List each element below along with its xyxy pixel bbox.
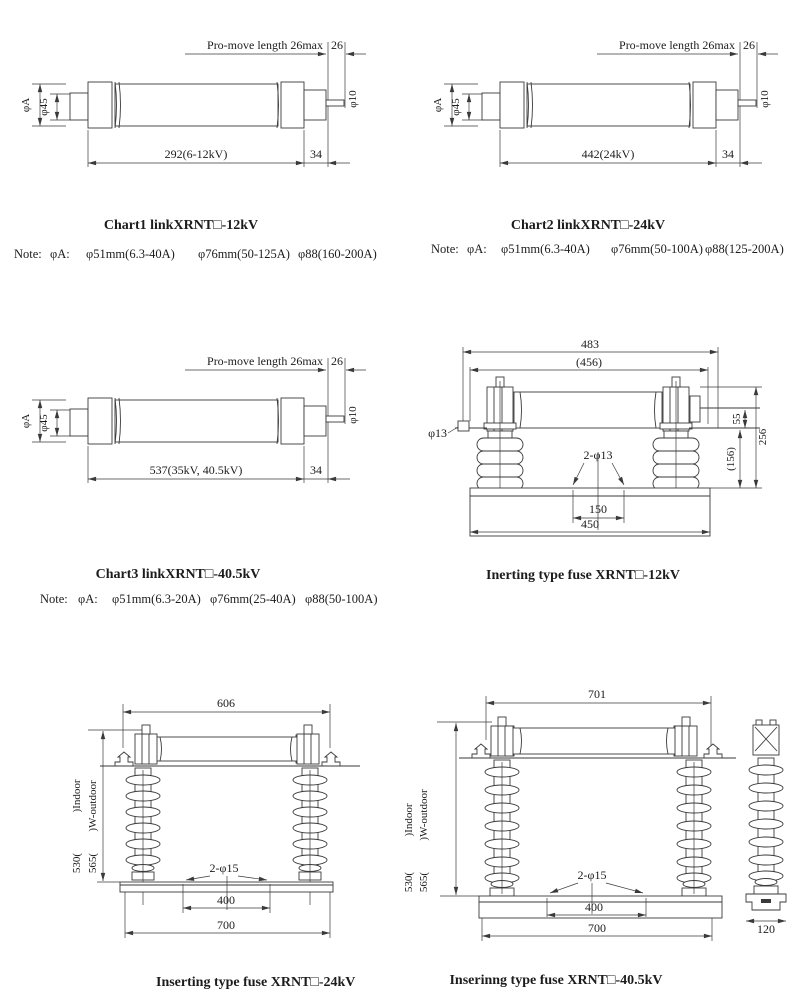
mounted24-label-indoor: )Indoor — [71, 779, 83, 812]
mounted405-dim-width: 701 — [588, 687, 606, 701]
chart1-dim-length: 292(6-12kV) — [165, 147, 228, 161]
chart3-drawing: Pro-move length 26max 26 φA φ45 φ10 537(… — [20, 354, 377, 606]
mounted12-title: Inerting type fuse XRNT□-12kV — [486, 568, 680, 583]
chart3-pro-move-label: Pro-move length 26max — [207, 354, 323, 368]
mounted12-dim-width: 483 — [581, 337, 599, 351]
mounted405-dim-indoor: 530( — [403, 872, 415, 893]
chart3-dia-body-label: φA — [20, 414, 32, 428]
chart3-note-label: Note: — [40, 592, 68, 606]
chart1-dim-tail: 34 — [310, 147, 322, 161]
mounted24-label-outdoor: )W-outdoor — [87, 780, 99, 832]
chart1-note-s1: φ51mm(6.3-40A) — [86, 247, 175, 261]
chart1-dia-cap-label: φ45 — [38, 98, 50, 116]
chart3-dia-striker-label: φ10 — [347, 406, 359, 424]
chart3-dia-cap-label: φ45 — [38, 414, 50, 432]
chart2-dia-cap-label: φ45 — [450, 98, 462, 116]
mounted-12kv-drawing: 483 (456) φ13 — [428, 337, 769, 583]
chart1-note-s2: φ76mm(50-125A) — [198, 247, 290, 261]
fuse-tube — [513, 391, 663, 429]
mounted12-dim-256: 256 — [757, 428, 769, 445]
base-channel — [478, 895, 723, 919]
mounted12-dim-55: 55 — [731, 413, 743, 425]
chart2-note-sym: φA: — [467, 242, 487, 256]
mounted405-title: Inserinng type fuse XRNT□-40.5kV — [449, 973, 662, 988]
chart2-pro-move-label: Pro-move length 26max — [619, 38, 735, 52]
chart3-dim-tail: 34 — [310, 463, 322, 477]
fuse-tube — [505, 725, 683, 757]
chart3-note-s3: φ88(50-100A) — [305, 592, 377, 606]
mounted405-label-indoor: )Indoor — [403, 803, 415, 836]
chart1-dia-striker-label: φ10 — [347, 90, 359, 108]
chart2-dim-tail: 34 — [722, 147, 734, 161]
base-channel — [469, 487, 711, 537]
mounted-405kv-drawing: 701 )Indoor )W-outdoor 530( 565( — [403, 687, 787, 988]
mounted24-holes-label: 2-φ15 — [210, 861, 239, 875]
mounted24-dim-width: 606 — [217, 696, 235, 710]
mounted24-dim-outdoor: 565( — [87, 853, 99, 874]
mounted-24kv-drawing: 606 )Indoor )W-outdoor 530( 565( — [71, 696, 360, 990]
chart2-dim-length: 442(24kV) — [582, 147, 635, 161]
mounted12-hole-side-label: φ13 — [428, 426, 447, 440]
chart1-dim-travel: 26 — [331, 38, 343, 52]
mounted24-title: Inserting type fuse XRNT□-24kV — [156, 975, 355, 990]
mounted405-dim-400: 400 — [585, 900, 603, 914]
chart1-note-sym: φA: — [50, 247, 70, 261]
chart1-note-s3: φ88(160-200A) — [298, 247, 377, 261]
mounted24-dim-400: 400 — [217, 893, 235, 907]
chart1-title: Chart1 linkXRNT□-12kV — [104, 218, 258, 233]
chart3-note-s2: φ76mm(25-40A) — [210, 592, 296, 606]
chart2-dia-body-label: φA — [432, 98, 444, 112]
chart2-dia-striker-label: φ10 — [759, 90, 771, 108]
chart1-pro-move-label: Pro-move length 26max — [207, 38, 323, 52]
mounted405-dim-outdoor: 565( — [418, 872, 430, 893]
chart3-note-sym: φA: — [78, 592, 98, 606]
chart3-dim-travel: 26 — [331, 354, 343, 368]
chart1-dia-body-label: φA — [20, 98, 32, 112]
chart1-drawing: Pro-move length 26max 26 φA φ45 φ10 292(… — [14, 38, 377, 261]
clamp-right — [659, 376, 701, 432]
mounted405-label-outdoor: )W-outdoor — [418, 789, 430, 841]
chart2-drawing: Pro-move length 26max 26 φA φ45 φ10 442(… — [431, 38, 784, 256]
chart3-note-s1: φ51mm(6.3-20A) — [112, 592, 201, 606]
mounted12-dim-width-inner: (456) — [576, 355, 602, 369]
base-plate — [119, 881, 334, 893]
chart2-note-label: Note: — [431, 242, 459, 256]
mounted405-dim-700: 700 — [588, 921, 606, 935]
chart2-note-s1: φ51mm(6.3-40A) — [501, 242, 590, 256]
fuse-tube — [147, 734, 305, 764]
mounted24-dim-indoor: 530( — [71, 853, 83, 874]
mounted12-dim-450: 450 — [581, 517, 599, 531]
chart2-note-s3: φ88(125-200A) — [705, 242, 784, 256]
chart2-dim-travel: 26 — [743, 38, 755, 52]
mounted405-dim-side: 120 — [757, 922, 775, 936]
chart3-title: Chart3 linkXRNT□-40.5kV — [96, 567, 261, 582]
mounted12-dim-156: (156) — [725, 447, 737, 471]
chart2-title: Chart2 linkXRNT□-24kV — [511, 218, 665, 233]
mounted24-dim-700: 700 — [217, 918, 235, 932]
side-view: 120 — [745, 719, 787, 936]
chart1-note-label: Note: — [14, 247, 42, 261]
chart3-dim-length: 537(35kV, 40.5kV) — [150, 463, 243, 477]
mounted12-dim-150: 150 — [589, 502, 607, 516]
chart2-note-s2: φ76mm(50-100A) — [611, 242, 703, 256]
mounted405-holes-label: 2-φ15 — [578, 868, 607, 882]
